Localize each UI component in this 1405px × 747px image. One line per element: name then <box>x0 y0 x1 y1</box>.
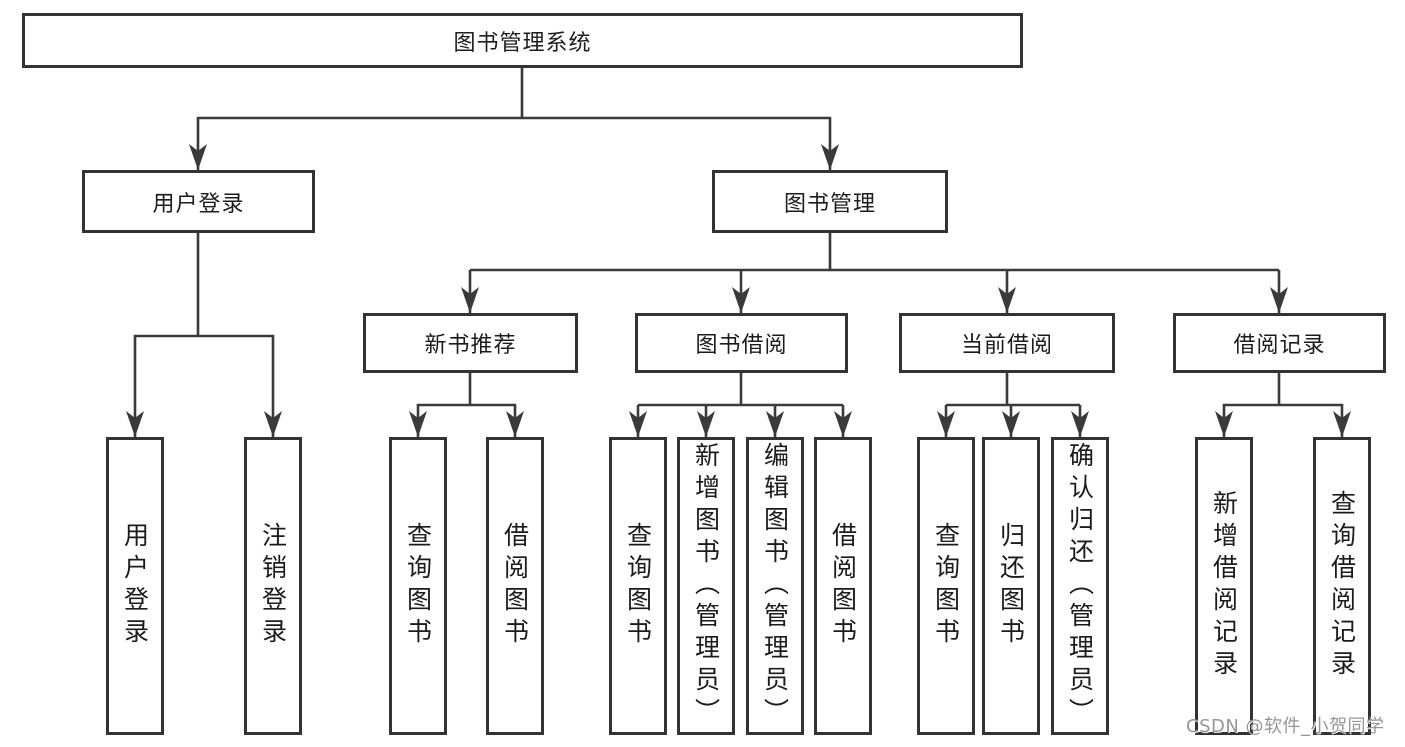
node-new-book-recommend: 新书推荐 <box>363 313 578 373</box>
leaf-borrow-books: 借阅图书 <box>814 437 872 735</box>
node-user-login: 用户登录 <box>82 170 315 233</box>
leaf-add-books-admin: 新增图书（管理员） <box>677 437 735 735</box>
csdn-watermark: CSDN @软件_小贺同学 <box>1186 716 1385 737</box>
leaf-add-borrow-record: 新增借阅记录 <box>1195 437 1253 735</box>
node-borrow-records: 借阅记录 <box>1173 313 1386 373</box>
node-book-borrow-label: 图书借阅 <box>695 333 788 358</box>
leaf-edit-books-admin-label: 编辑图书（管理员） <box>760 442 790 730</box>
leaf-return-books: 归还图书 <box>982 437 1040 735</box>
leaf-user-login-label: 用户登录 <box>120 522 150 650</box>
node-library-system: 图书管理系统 <box>22 13 1023 68</box>
leaf-user-login: 用户登录 <box>106 437 164 735</box>
leaf-query-books-recommend-label: 查询图书 <box>403 522 433 650</box>
node-user-login-label: 用户登录 <box>152 191 245 217</box>
node-current-borrow: 当前借阅 <box>899 313 1115 373</box>
leaf-query-books-current: 查询图书 <box>917 437 975 735</box>
node-book-borrow: 图书借阅 <box>635 313 848 373</box>
node-new-book-recommend-label: 新书推荐 <box>424 333 517 358</box>
leaf-query-borrow-record: 查询借阅记录 <box>1313 437 1371 735</box>
leaf-confirm-return-admin-label: 确认归还（管理员） <box>1065 442 1095 730</box>
leaf-edit-books-admin: 编辑图书（管理员） <box>746 437 804 735</box>
node-book-management-label: 图书管理 <box>783 191 876 217</box>
node-borrow-records-label: 借阅记录 <box>1233 333 1326 358</box>
leaf-return-books-label: 归还图书 <box>996 522 1026 650</box>
leaf-query-borrow-record-label: 查询借阅记录 <box>1327 490 1357 682</box>
leaf-query-books-recommend: 查询图书 <box>389 437 447 735</box>
leaf-add-books-admin-label: 新增图书（管理员） <box>691 442 721 730</box>
leaf-query-books-borrow: 查询图书 <box>609 437 667 735</box>
node-book-management: 图书管理 <box>712 170 948 233</box>
leaf-query-books-current-label: 查询图书 <box>931 522 961 650</box>
node-library-system-label: 图书管理系统 <box>453 30 592 56</box>
leaf-logout-login-label: 注销登录 <box>258 522 288 650</box>
leaf-confirm-return-admin: 确认归还（管理员） <box>1051 437 1109 735</box>
leaf-borrow-books-label: 借阅图书 <box>828 522 858 650</box>
leaf-query-books-borrow-label: 查询图书 <box>623 522 653 650</box>
leaf-borrow-books-recommend: 借阅图书 <box>486 437 544 735</box>
leaf-logout-login: 注销登录 <box>244 437 302 735</box>
leaf-borrow-books-recommend-label: 借阅图书 <box>500 522 530 650</box>
leaf-add-borrow-record-label: 新增借阅记录 <box>1209 490 1239 682</box>
node-current-borrow-label: 当前借阅 <box>960 333 1053 358</box>
